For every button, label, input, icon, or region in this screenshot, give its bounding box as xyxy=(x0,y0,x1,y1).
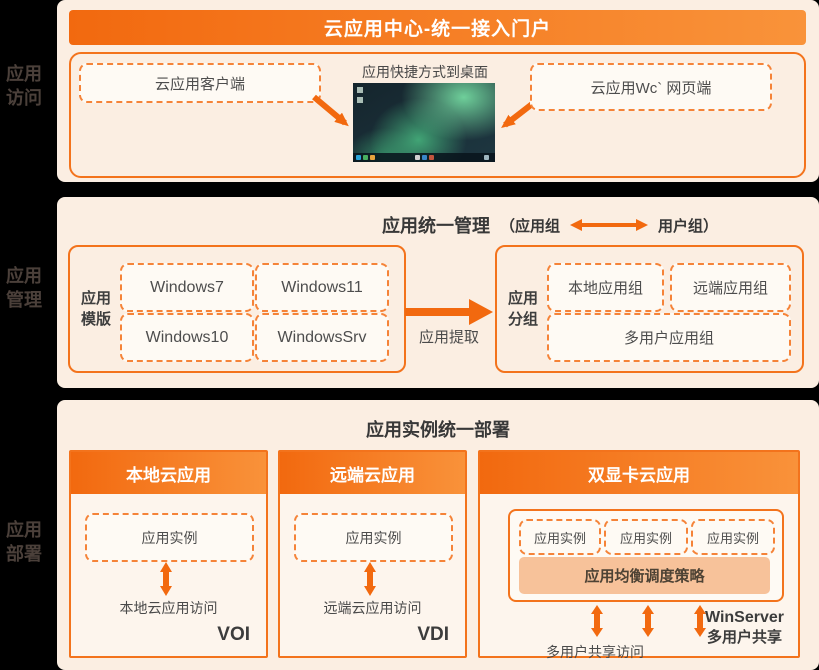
local-cloud-app-card: 本地云应用 应用实例 本地云应用访问 VOI xyxy=(69,450,268,658)
group-local-apps: 本地应用组 xyxy=(547,263,664,312)
deployment-title: 应用实例统一部署 xyxy=(366,420,510,440)
multiuser-access-label: 多用户共享访问 xyxy=(546,644,644,660)
template-windows7: Windows7 xyxy=(120,263,254,312)
management-title-row: 应用统一管理 （应用组 用户组） xyxy=(382,211,718,239)
access-content-box xyxy=(69,52,806,178)
double-arrow-horizontal-icon xyxy=(570,219,649,231)
double-arrow-vertical-icon xyxy=(642,605,654,637)
arrow-app-extract-icon xyxy=(405,299,493,325)
desktop-taskbar xyxy=(353,153,495,162)
management-title: 应用统一管理 xyxy=(382,216,490,236)
group-multiuser-apps: 多用户应用组 xyxy=(547,313,791,362)
double-arrow-vertical-icon xyxy=(694,605,706,637)
side-label-line: 管理 xyxy=(6,290,42,310)
cloud-app-web-label: 云应用Wc` 网页端 xyxy=(590,79,712,97)
desktop-icon xyxy=(357,87,363,93)
access-header-bar: 云应用中心-统一接入门户 xyxy=(69,10,806,45)
double-arrow-vertical-icon xyxy=(591,605,603,637)
cloud-app-client-box: 云应用客户端 xyxy=(79,63,321,103)
gpu-app-instance-box: 应用实例 xyxy=(519,519,601,555)
cloud-app-web-box: 云应用Wc` 网页端 xyxy=(530,63,772,111)
vdi-badge: VDI xyxy=(417,624,449,645)
template-windowssrv: WindowsSrv xyxy=(255,313,389,362)
remote-app-access-label: 远端云应用访问 xyxy=(323,600,422,616)
access-panel: 云应用中心-统一接入门户 云应用客户端 应用快捷方式到桌面 xyxy=(57,0,819,182)
deployment-panel: 应用实例统一部署 本地云应用 应用实例 本地云应用访问 VOI 远端云应用 应用… xyxy=(57,400,819,670)
app-grouping-box: 应用 分组 本地应用组 远端应用组 多用户应用组 xyxy=(495,245,804,373)
template-windows10: Windows10 xyxy=(120,313,254,362)
side-label-deployment: 应用 部署 xyxy=(1,518,47,566)
local-cloud-app-header: 本地云应用 xyxy=(71,452,266,494)
cloud-app-client-label: 云应用客户端 xyxy=(154,75,245,93)
app-grouping-label: 应用 分组 xyxy=(507,290,538,328)
side-label-access: 应用 访问 xyxy=(1,62,47,110)
side-label-line: 应用 xyxy=(6,266,42,286)
desktop-wallpaper-image xyxy=(353,83,495,162)
app-extract-label: 应用提取 xyxy=(418,329,479,346)
arrow-client-to-desktop-icon xyxy=(312,94,349,127)
side-label-line: 应用 xyxy=(6,520,42,540)
remote-app-instance-box: 应用实例 xyxy=(294,513,453,562)
gpu-app-instance-box: 应用实例 xyxy=(604,519,688,555)
double-arrow-vertical-icon xyxy=(364,562,376,596)
user-group-label: 用户组） xyxy=(658,217,719,235)
dual-gpu-cloud-app-header: 双显卡云应用 xyxy=(480,452,798,494)
side-label-line: 部署 xyxy=(6,544,42,564)
dual-gpu-cloud-app-card: 双显卡云应用 应用实例 应用实例 应用实例 应用均衡调度策略 xyxy=(478,450,800,660)
app-template-label: 应用 模版 xyxy=(80,290,111,328)
winserver-badge: WinServer 多用户共享 xyxy=(705,609,784,646)
local-app-instance-box: 应用实例 xyxy=(85,513,254,562)
desktop-icon xyxy=(357,97,363,103)
double-arrow-vertical-icon xyxy=(160,562,172,596)
management-panel: 应用统一管理 （应用组 用户组） 应用 模版 Windows7 Windows1… xyxy=(57,197,819,388)
side-label-management: 应用 管理 xyxy=(1,264,47,312)
app-template-box: 应用 模版 Windows7 Windows11 Windows10 Windo… xyxy=(68,245,406,373)
side-label-line: 访问 xyxy=(6,88,42,108)
voi-badge: VOI xyxy=(217,624,250,645)
gpu-instances-box: 应用实例 应用实例 应用实例 应用均衡调度策略 xyxy=(508,509,784,602)
side-label-line: 应用 xyxy=(6,64,42,84)
gpu-app-instance-box: 应用实例 xyxy=(691,519,775,555)
remote-cloud-app-header: 远端云应用 xyxy=(280,452,465,494)
desktop-shortcut-caption: 应用快捷方式到桌面 xyxy=(362,64,488,80)
load-balance-scheduler-box: 应用均衡调度策略 xyxy=(519,557,770,594)
template-windows11: Windows11 xyxy=(255,263,389,312)
group-remote-apps: 远端应用组 xyxy=(670,263,791,312)
app-group-label: （应用组 xyxy=(500,217,561,235)
remote-cloud-app-card: 远端云应用 应用实例 远端云应用访问 VDI xyxy=(278,450,467,658)
local-app-access-label: 本地云应用访问 xyxy=(119,600,218,616)
